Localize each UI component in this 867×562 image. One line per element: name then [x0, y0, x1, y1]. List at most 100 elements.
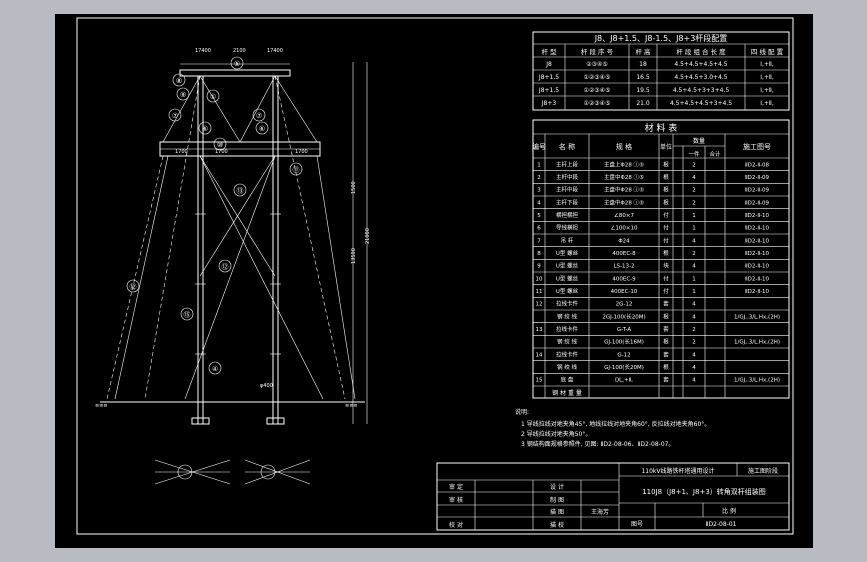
svg-text:1700: 1700: [175, 149, 188, 155]
role-check: 校 对: [449, 521, 463, 529]
callout-8: ⑧: [176, 77, 182, 85]
material-cell: 主杆下段: [556, 198, 579, 206]
material-cell: 2: [537, 175, 541, 181]
material-cell: 2G-12: [616, 302, 633, 308]
material-header-spec: 规 格: [616, 142, 632, 151]
material-cell: 付: [663, 287, 669, 295]
material-cell: 块: [663, 262, 669, 270]
material-cell: 付: [663, 211, 669, 219]
tower-elevation: 17400 2100 17400 1700 1700 1700: [95, 48, 371, 425]
material-cell: 根: [663, 312, 669, 320]
material-cell: 2: [692, 327, 696, 333]
material-cell: 13: [536, 327, 543, 333]
role-draft: 制 图: [550, 496, 564, 504]
material-cell: 3: [537, 188, 541, 194]
role-design: 设 计: [550, 483, 564, 491]
material-cell: 主盘中Φ28 ⓛ⑤: [604, 198, 644, 206]
material-cell: G-12: [617, 352, 630, 358]
material-cell: ∠100×10: [610, 225, 638, 232]
material-cell: 1: [692, 213, 696, 219]
material-header-drawing: 施工图号: [743, 142, 771, 151]
material-cell: 400EC-8: [612, 251, 636, 257]
svg-text:≡≡≡: ≡≡≡: [345, 403, 358, 409]
callout-12b: ⑫: [222, 263, 229, 271]
material-cell: 2: [692, 340, 696, 346]
material-cell: 根: [663, 338, 669, 346]
title-block-scale-label: 比 例: [722, 507, 736, 515]
material-cell: 1/GJ,.3/L.Hx,(2H): [734, 378, 780, 384]
callout-10: ⑩: [217, 141, 223, 149]
material-cell: ⅡD2-Ⅱ-10: [745, 276, 770, 282]
material-cell: 根: [663, 186, 669, 194]
material-cell: ⅡD2-Ⅱ-10: [745, 213, 770, 219]
config-header-4: 四 线 配 置: [751, 47, 784, 56]
config-cell: 16.5: [636, 74, 650, 81]
svg-text:13500: 13500: [351, 248, 357, 264]
material-cell: 15: [536, 378, 543, 384]
callout-11: ⑪: [293, 166, 300, 174]
svg-text:≡≡≡: ≡≡≡: [95, 403, 108, 409]
material-cell: G-T-A: [617, 327, 631, 333]
material-cell: 5: [537, 213, 541, 219]
config-cell: 21.0: [636, 100, 650, 107]
cad-drawing-canvas[interactable]: 17400 2100 17400 1700 1700 1700: [55, 14, 813, 548]
material-cell: 4: [692, 314, 696, 320]
material-cell: 导线横担: [556, 224, 579, 232]
callout-5: ⑤: [234, 60, 240, 68]
config-cell: ①②③④⑤: [584, 87, 611, 94]
material-cell: 4: [692, 352, 696, 358]
title-block: 110kV线路铁杆塔通用设计 施工图阶段 110J8（J8+1、J8+3）转角双…: [436, 462, 790, 531]
svg-text:1500: 1500: [351, 181, 357, 194]
material-cell: 400EC-10: [611, 289, 638, 295]
config-cell: 18: [639, 61, 647, 68]
config-header-0: 杆 型: [541, 47, 557, 56]
material-cell: 4: [692, 264, 696, 270]
material-cell: ⅡD2-Ⅱ-10: [745, 226, 770, 232]
material-cell: 付: [663, 274, 669, 282]
svg-text:1700: 1700: [295, 149, 308, 155]
config-cell: 4.5+4.5+4.5+3+4.5: [670, 100, 732, 107]
material-cell: LS-13-2: [613, 264, 634, 270]
material-cell: U型 螺丝: [556, 249, 579, 257]
material-cell: ∠80×7: [614, 212, 635, 219]
material-cell: 付: [663, 236, 669, 244]
callout-6b: ⑥: [259, 125, 265, 133]
material-cell: Φ24: [618, 238, 630, 244]
svg-text:17400: 17400: [195, 48, 211, 54]
material-cell: 12: [536, 302, 543, 308]
material-cell: 4: [692, 365, 696, 371]
material-cell: GJ-100(长16M): [604, 338, 644, 346]
title-block-drawing-title: 110J8（J8+1、J8+3）转角双杆组装图: [642, 487, 766, 496]
material-cell: 主盘中Φ28 ⓛ⑤: [604, 173, 644, 181]
material-cell: 2: [692, 188, 696, 194]
material-cell: 1: [692, 289, 696, 295]
drawing-frame: [76, 17, 794, 535]
config-cell: 4.5+4.5+3+3+4.5: [673, 87, 730, 94]
callout-13: ⑬: [237, 187, 244, 195]
callout-1: ①: [210, 93, 216, 101]
material-cell: 2: [692, 162, 696, 168]
note-line-1: 1 导线拉线对地夹角45°, 地线拉线对地夹角60°, 反拉线对地夹角60°。: [521, 420, 710, 428]
material-cell: ⅡD2-Ⅱ-10: [745, 264, 770, 270]
note-line-3: 3 钢结构面规格参照件, 见图: ⅡD2-08-06、ⅡD2-08-07。: [521, 440, 674, 448]
material-cell: 7: [537, 238, 541, 244]
material-cell: 6: [537, 226, 541, 232]
material-cell: ⅡD2-Ⅱ-10: [745, 289, 770, 295]
plan-view: [154, 459, 311, 485]
config-cell: J8+3: [541, 100, 557, 107]
material-cell: ⅡD2-Ⅱ-08: [745, 162, 770, 168]
svg-text:17400: 17400: [267, 48, 283, 54]
material-cell: 10: [536, 276, 543, 282]
material-cell: U型 螺丝: [556, 287, 579, 295]
config-header-3: 杆 段 组 合 长 度: [676, 47, 726, 56]
material-cell: 4: [537, 200, 541, 206]
material-cell: 钢 绞 线: [557, 363, 577, 371]
material-cell: 套: [663, 300, 669, 308]
config-cell: ②③④⑤: [586, 61, 608, 68]
material-cell: 2GJ-100(长20M): [602, 312, 645, 320]
material-cell: 吊 杆: [561, 236, 574, 244]
material-cell: 8: [537, 251, 541, 257]
config-cell: J8+1.5: [538, 87, 559, 94]
role-review: 审 核: [449, 496, 463, 504]
material-cell: 主杆中段: [556, 173, 579, 181]
